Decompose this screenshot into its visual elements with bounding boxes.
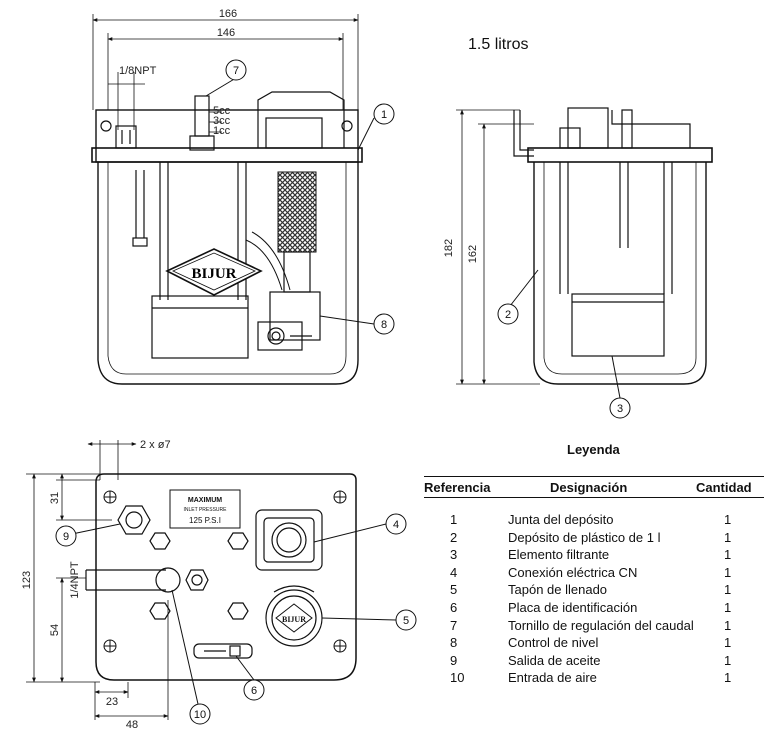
callout-6-label: 6 [251,685,257,697]
legend-row: 3 Elemento filtrante 1 [424,547,764,564]
callout-9-circle [55,525,77,547]
callout-8-label: 8 [381,319,387,331]
legend-ref: 1 [450,512,458,527]
plate-line-2: INLET PRESSURE [184,507,228,513]
callout-4-circle [385,513,407,535]
legend-designation: Placa de identificación [508,600,638,615]
front-view [91,14,363,385]
legend-qty: 1 [724,529,732,545]
callout-10-label: 10 [194,709,206,721]
legend-row: 9 Salida de aceite 1 [424,653,764,670]
callout-7-label: 7 [233,65,239,77]
legend-designation: Salida de aceite [508,652,601,668]
legend-ref: 5 [450,582,458,598]
callout-4-label: 4 [393,519,399,531]
callouts [55,59,631,725]
callout-7-circle [225,59,247,81]
legend-ref: 4 [450,564,458,580]
dim-thread-top: 1/8NPT [119,65,157,77]
legend-designation: Control de nivel [508,635,599,651]
legend-ref: 2 [450,529,458,545]
legend-header-ref: Referencia [424,480,491,495]
legend-ref: 3 [450,547,458,563]
plate-line-1: MAXIMUM [188,497,222,504]
dim-height-mount: 162 [467,245,479,263]
legend-row: 10 Entrada de aire 1 [424,670,764,687]
legend-header-rule [424,497,764,498]
dim-thread-side: 1/4NPT [69,561,81,599]
legend-designation: Tapón de llenado [508,582,608,598]
capacity-label: 1.5 litros [468,36,529,53]
callout-1-label: 1 [381,109,387,121]
legend-qty: 1 [724,635,732,651]
legend-designation: Conexión eléctrica CN [508,564,638,580]
gauge-mark-3cc: 3cc [213,115,231,127]
legend-row: 2 Depósito de plástico de 1 l 1 [424,530,764,547]
gauge-mark-1cc: 1cc [213,125,231,137]
legend-qty: 1 [724,600,732,615]
callout-2-label: 2 [505,309,511,321]
gauge-mark-5cc: 5cc [213,105,231,117]
dim-mount-width: 146 [217,27,235,39]
legend-qty: 1 [724,652,732,668]
legend-designation: Junta del depósito [508,512,614,527]
legend-row: 8 Control de nivel 1 [424,635,764,652]
callout-6-circle [243,679,265,701]
legend-row: 7 Tornillo de regulación del caudal 1 [424,618,764,635]
legend-qty: 1 [724,547,732,563]
legend-row: 6 Placa de identificación 1 [424,600,764,617]
callout-2-circle [497,303,519,325]
callout-9-label: 9 [63,531,69,543]
legend-ref: 9 [450,652,458,668]
brand-logo-text: BIJUR [191,266,236,282]
dim-height-overall: 182 [443,239,455,257]
dim-outlet-offset: 48 [126,719,138,731]
legend-qty: 1 [724,617,732,633]
legend-ref: 7 [450,617,458,633]
dim-inlet-height: 54 [49,624,61,636]
callout-3-label: 3 [617,403,623,415]
legend-title: Leyenda [567,442,620,457]
legend-designation: Depósito de plástico de 1 l [508,529,661,545]
legend-designation: Tornillo de regulación del caudal [508,617,694,633]
callout-5-circle [395,609,417,631]
callout-3-circle [609,397,631,419]
callout-5-label: 5 [403,615,409,627]
dim-inlet-offset: 23 [106,696,118,708]
dim-base-height: 123 [21,571,33,589]
legend-qty: 1 [724,564,732,580]
callout-1-circle [373,103,395,125]
legend-ref: 10 [450,670,465,686]
filler-cap-logo-text: BIJUR [282,615,306,624]
dim-outlet-spec: 2 x ø7 [140,439,171,451]
side-view [456,107,713,385]
dim-overall-width: 166 [219,8,237,20]
legend-header-qty: Cantidad [696,480,752,495]
legend-ref: 6 [450,600,458,615]
dim-offset-top: 31 [49,492,61,504]
plate-line-3: 125 P.S.I [189,516,221,525]
legend-row: 4 Conexión eléctrica CN 1 [424,565,764,582]
callout-8-circle [373,313,395,335]
callout-10-circle [189,703,211,725]
legend-qty: 1 [724,582,732,598]
legend-row: 5 Tapón de llenado 1 [424,582,764,599]
legend-top-rule [424,476,764,477]
legend-qty: 1 [724,670,732,686]
legend-row: 1 Junta del depósito 1 [424,512,764,529]
legend-qty: 1 [724,512,732,527]
legend-header-name: Designación [550,480,628,495]
legend-designation: Elemento filtrante [508,547,610,563]
legend-ref: 8 [450,635,458,651]
legend-designation: Entrada de aire [508,670,597,686]
